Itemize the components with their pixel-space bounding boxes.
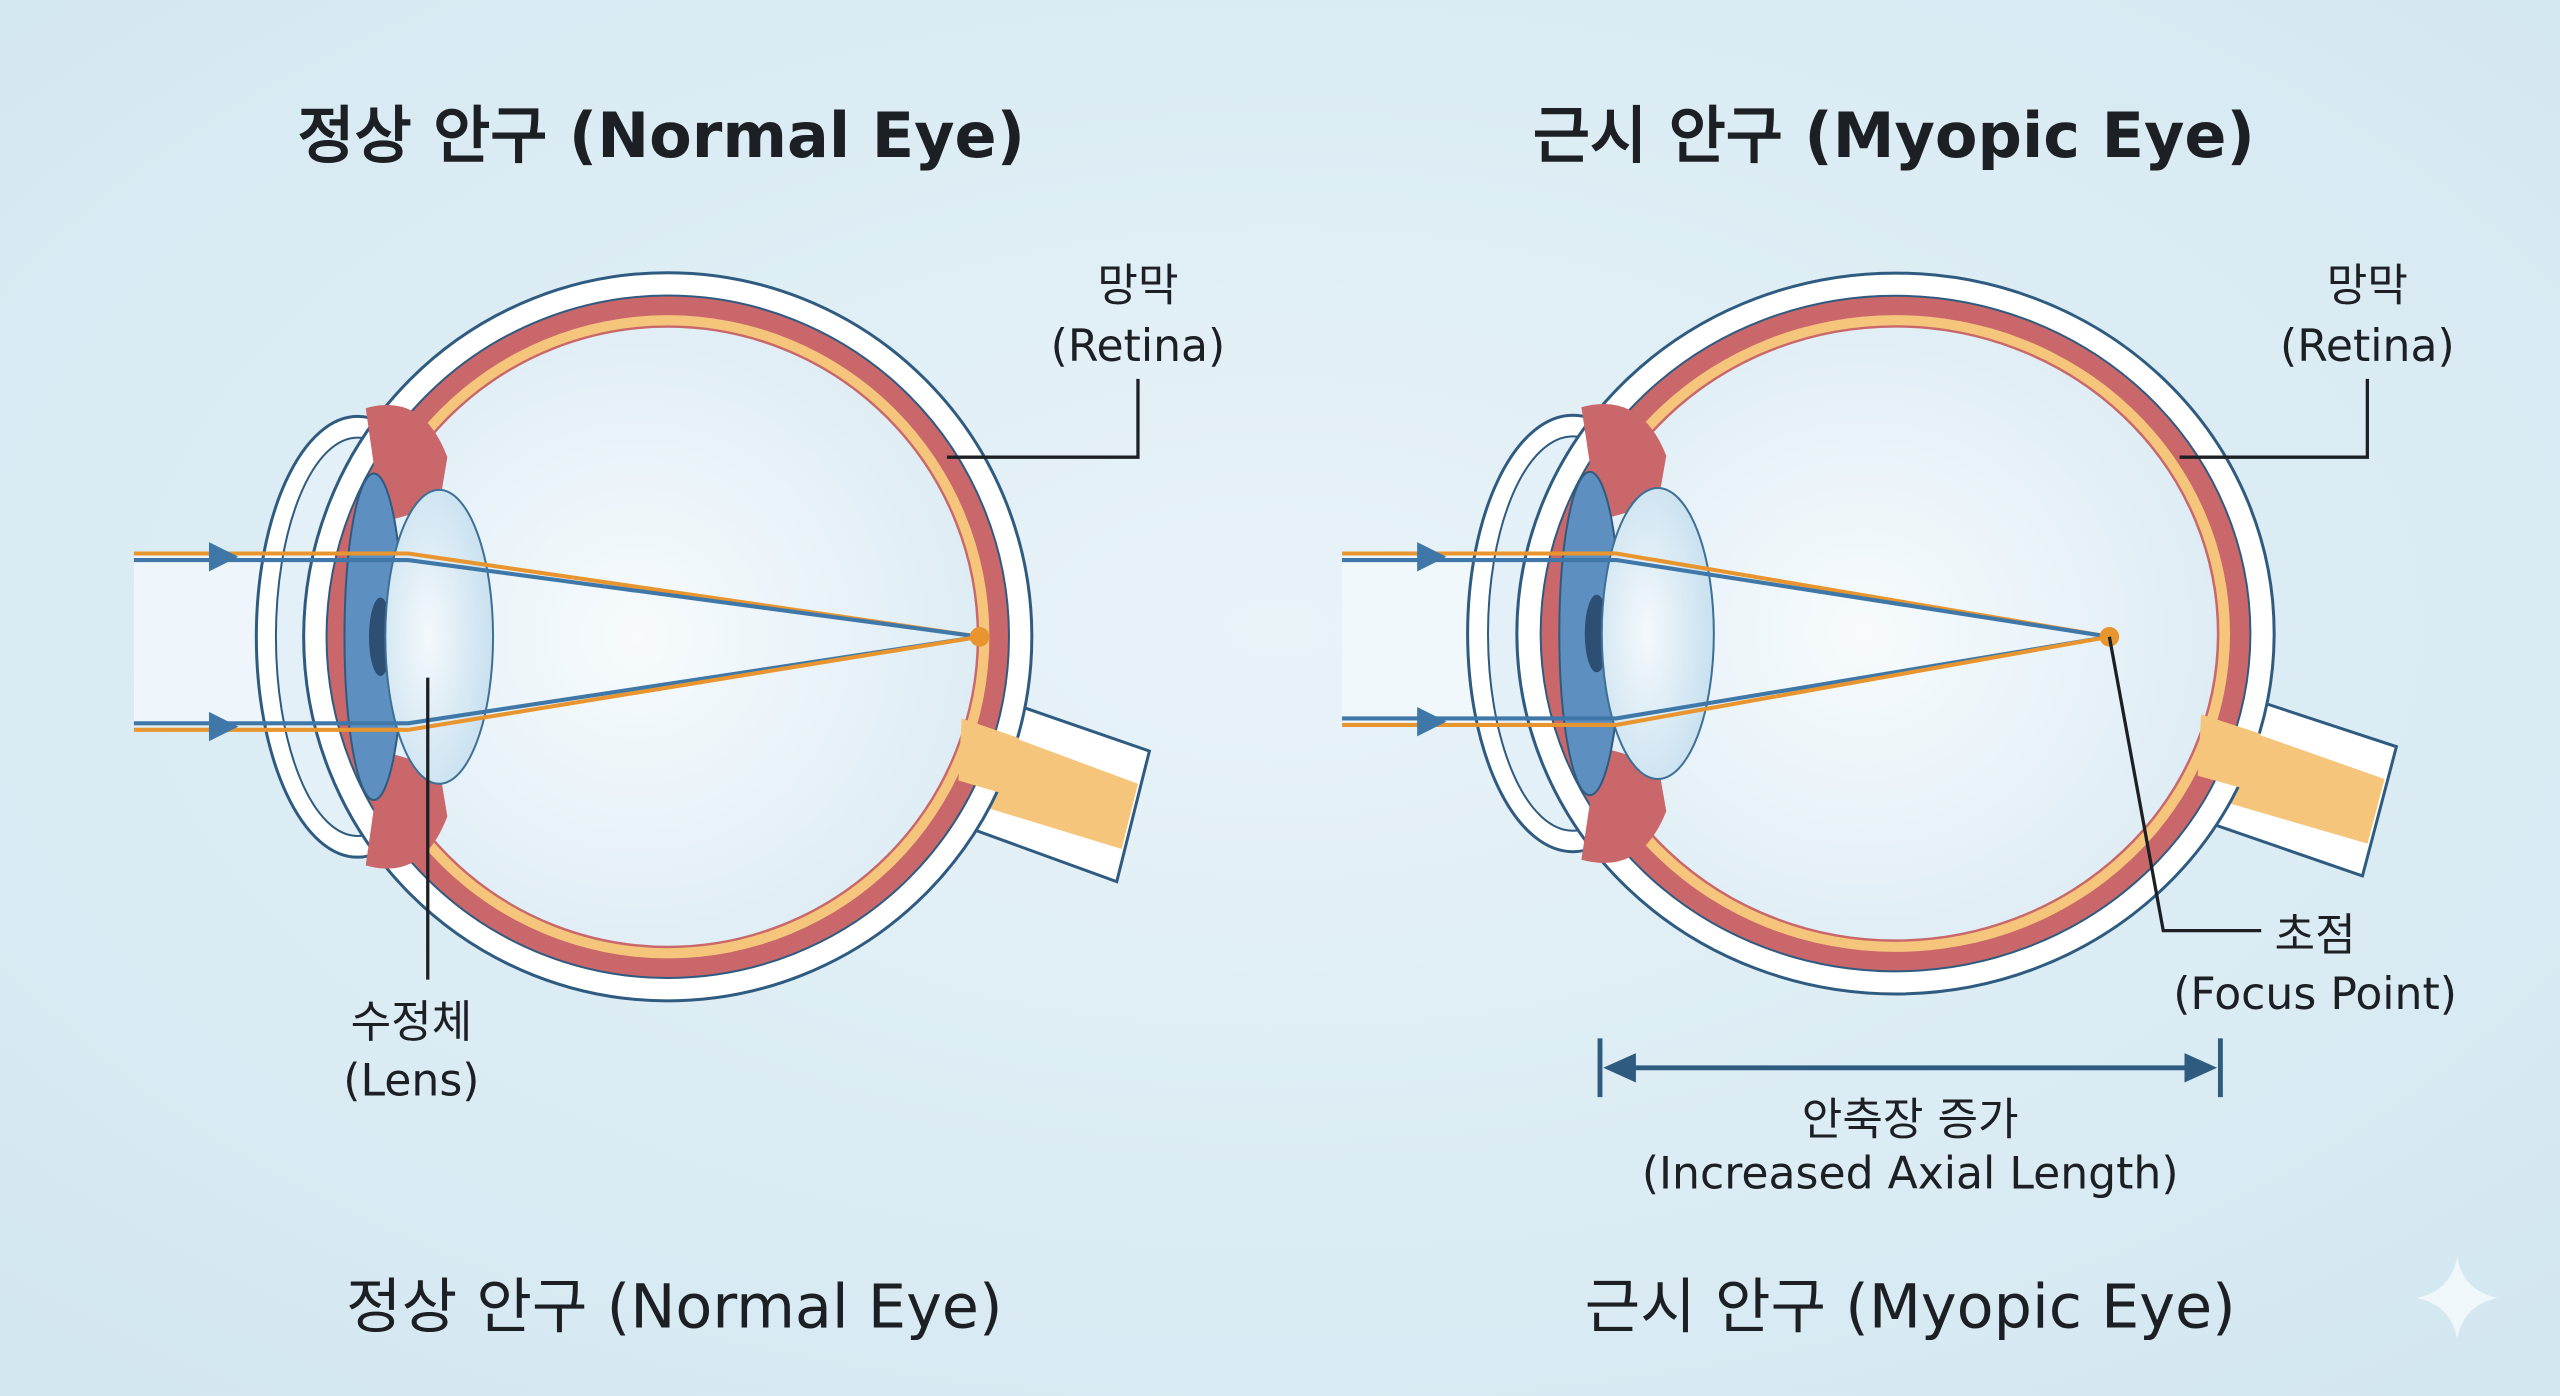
normal-eye: 정상 안구 (Normal Eye) 망막 (Retina) 수정체 (Lens… (133, 99, 1226, 1342)
sparkle-icon (2416, 1257, 2498, 1339)
axial-label-ko: 안축장 증가 (1802, 1095, 2019, 1146)
myopic-eye-title: 근시 안구 (Myopic Eye) (1533, 99, 2255, 172)
focus-label-en: (Focus Point) (2173, 969, 2457, 1020)
retina-label-en: (Retina) (1051, 321, 1226, 372)
arrow-icon (208, 542, 239, 572)
arrow-icon (208, 711, 239, 742)
lens-label-ko: 수정체 (351, 997, 473, 1048)
retina-leader-line (946, 378, 1140, 459)
arrow-icon (1417, 706, 1447, 737)
arrow-icon (1417, 542, 1447, 572)
retina-label-ko: 망막 (1097, 260, 1178, 311)
myopic-eye-caption: 근시 안구 (Myopic Eye) (1585, 1272, 2236, 1342)
retina-leader-line (2179, 378, 2369, 459)
axial-label-en: (Increased Axial Length) (1642, 1149, 2179, 1200)
focus-label-ko: 초점 (2275, 910, 2356, 961)
lens-label-en: (Lens) (343, 1056, 479, 1107)
axial-length-arrow (1597, 1038, 2223, 1098)
normal-eye-caption: 정상 안구 (Normal Eye) (346, 1272, 1003, 1342)
myopic-eye: 근시 안구 (Myopic Eye) 망막 (Retina) 초점 (Focus… (1342, 99, 2457, 1342)
focus-leader-line (2107, 636, 2262, 933)
focus-point (969, 626, 990, 647)
normal-eye-title: 정상 안구 (Normal Eye) (297, 99, 1025, 172)
retina-label-ko: 망막 (2327, 260, 2408, 311)
retina-label-en: (Retina) (2280, 321, 2455, 372)
